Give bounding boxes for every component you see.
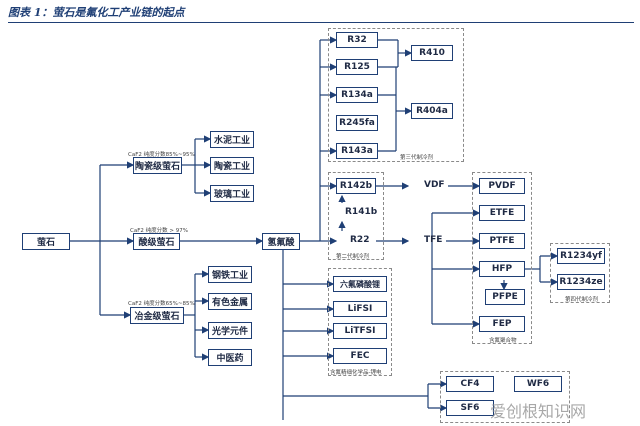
caf2-acid-purity: CaF2 纯度分数 > 97% [130,228,188,234]
node-r410: R410 [411,45,453,61]
node-r32: R32 [336,32,378,48]
node-hfp: HFP [479,261,525,277]
node-glass-industry: 玻璃工业 [210,185,254,202]
node-etfe: ETFE [479,205,525,221]
node-metallurgical-grade-fluorite: 冶金级萤石 [130,307,184,324]
caf2-ceramic-purity: CaF2 纯度分数85%~95% [128,152,195,158]
node-wf6: WF6 [514,376,562,392]
node-fluorite: 萤石 [22,233,70,250]
node-optical-components: 光学元件 [208,322,252,339]
electronic-gas-group [440,371,570,423]
node-ptfe: PTFE [479,233,525,249]
node-lipf6: 六氟磷酸锂 [333,276,387,292]
node-r141b: R141b [345,207,378,217]
node-r143a: R143a [336,143,378,159]
node-r1234yf: R1234yf [557,248,605,264]
fluoropolymer-label: 含氟聚合物 [489,338,517,344]
caption-rule [8,22,634,23]
node-r142b: R142b [336,178,376,194]
node-pvdf: PVDF [479,178,525,194]
gen3-refrigerant-group [328,28,464,162]
node-fep: FEP [479,316,525,332]
fluoropolymer-group [472,172,532,344]
gen2-refrigerant-group [328,172,384,260]
gen3-refrigerant-label: 第三代制冷剂 [400,155,434,161]
fine-chemicals-label: 含氟精细化学品-锂电 [330,370,382,376]
node-acid-grade-fluorite: 酸级萤石 [133,233,180,250]
node-r125: R125 [336,59,378,75]
node-sf6: SF6 [446,400,494,416]
node-vdf: VDF [424,180,445,190]
gen4-refrigerant-group [550,243,610,303]
node-fec: FEC [333,348,387,364]
gen4-refrigerant-label: 第四代制冷剂 [565,297,599,303]
node-r22: R22 [350,235,370,245]
node-tfe: TFE [424,235,443,245]
figure-caption: 图表 1：萤石是氟化工产业链的起点 [8,6,185,19]
node-tcm: 中医药 [208,349,252,366]
node-pfpe: PFPE [485,289,525,305]
watermark: 爱创根知识网 [490,402,587,421]
node-r1234ze: R1234ze [557,274,605,290]
node-r245fa: R245fa [336,115,378,131]
node-cf4: CF4 [446,376,494,392]
fine-chemicals-group [328,268,392,376]
node-nonferrous-metals: 有色金属 [208,293,252,310]
node-hydrofluoric-acid: 氢氟酸 [262,233,300,250]
node-lifsi: LiFSI [333,301,387,317]
node-r404a: R404a [411,103,453,119]
node-litfsi: LiTFSI [333,323,387,339]
gen2-refrigerant-label: 第二代制冷剂 [336,254,370,260]
node-ceramic-grade-fluorite: 陶瓷级萤石 [133,157,182,174]
caf2-metal-purity: CaF2 纯度分数65%~85% [128,301,195,307]
node-ceramics-industry: 陶瓷工业 [210,157,254,174]
node-cement-industry: 水泥工业 [210,131,254,148]
node-steel-industry: 钢铁工业 [208,266,252,283]
node-r134a: R134a [336,87,378,103]
